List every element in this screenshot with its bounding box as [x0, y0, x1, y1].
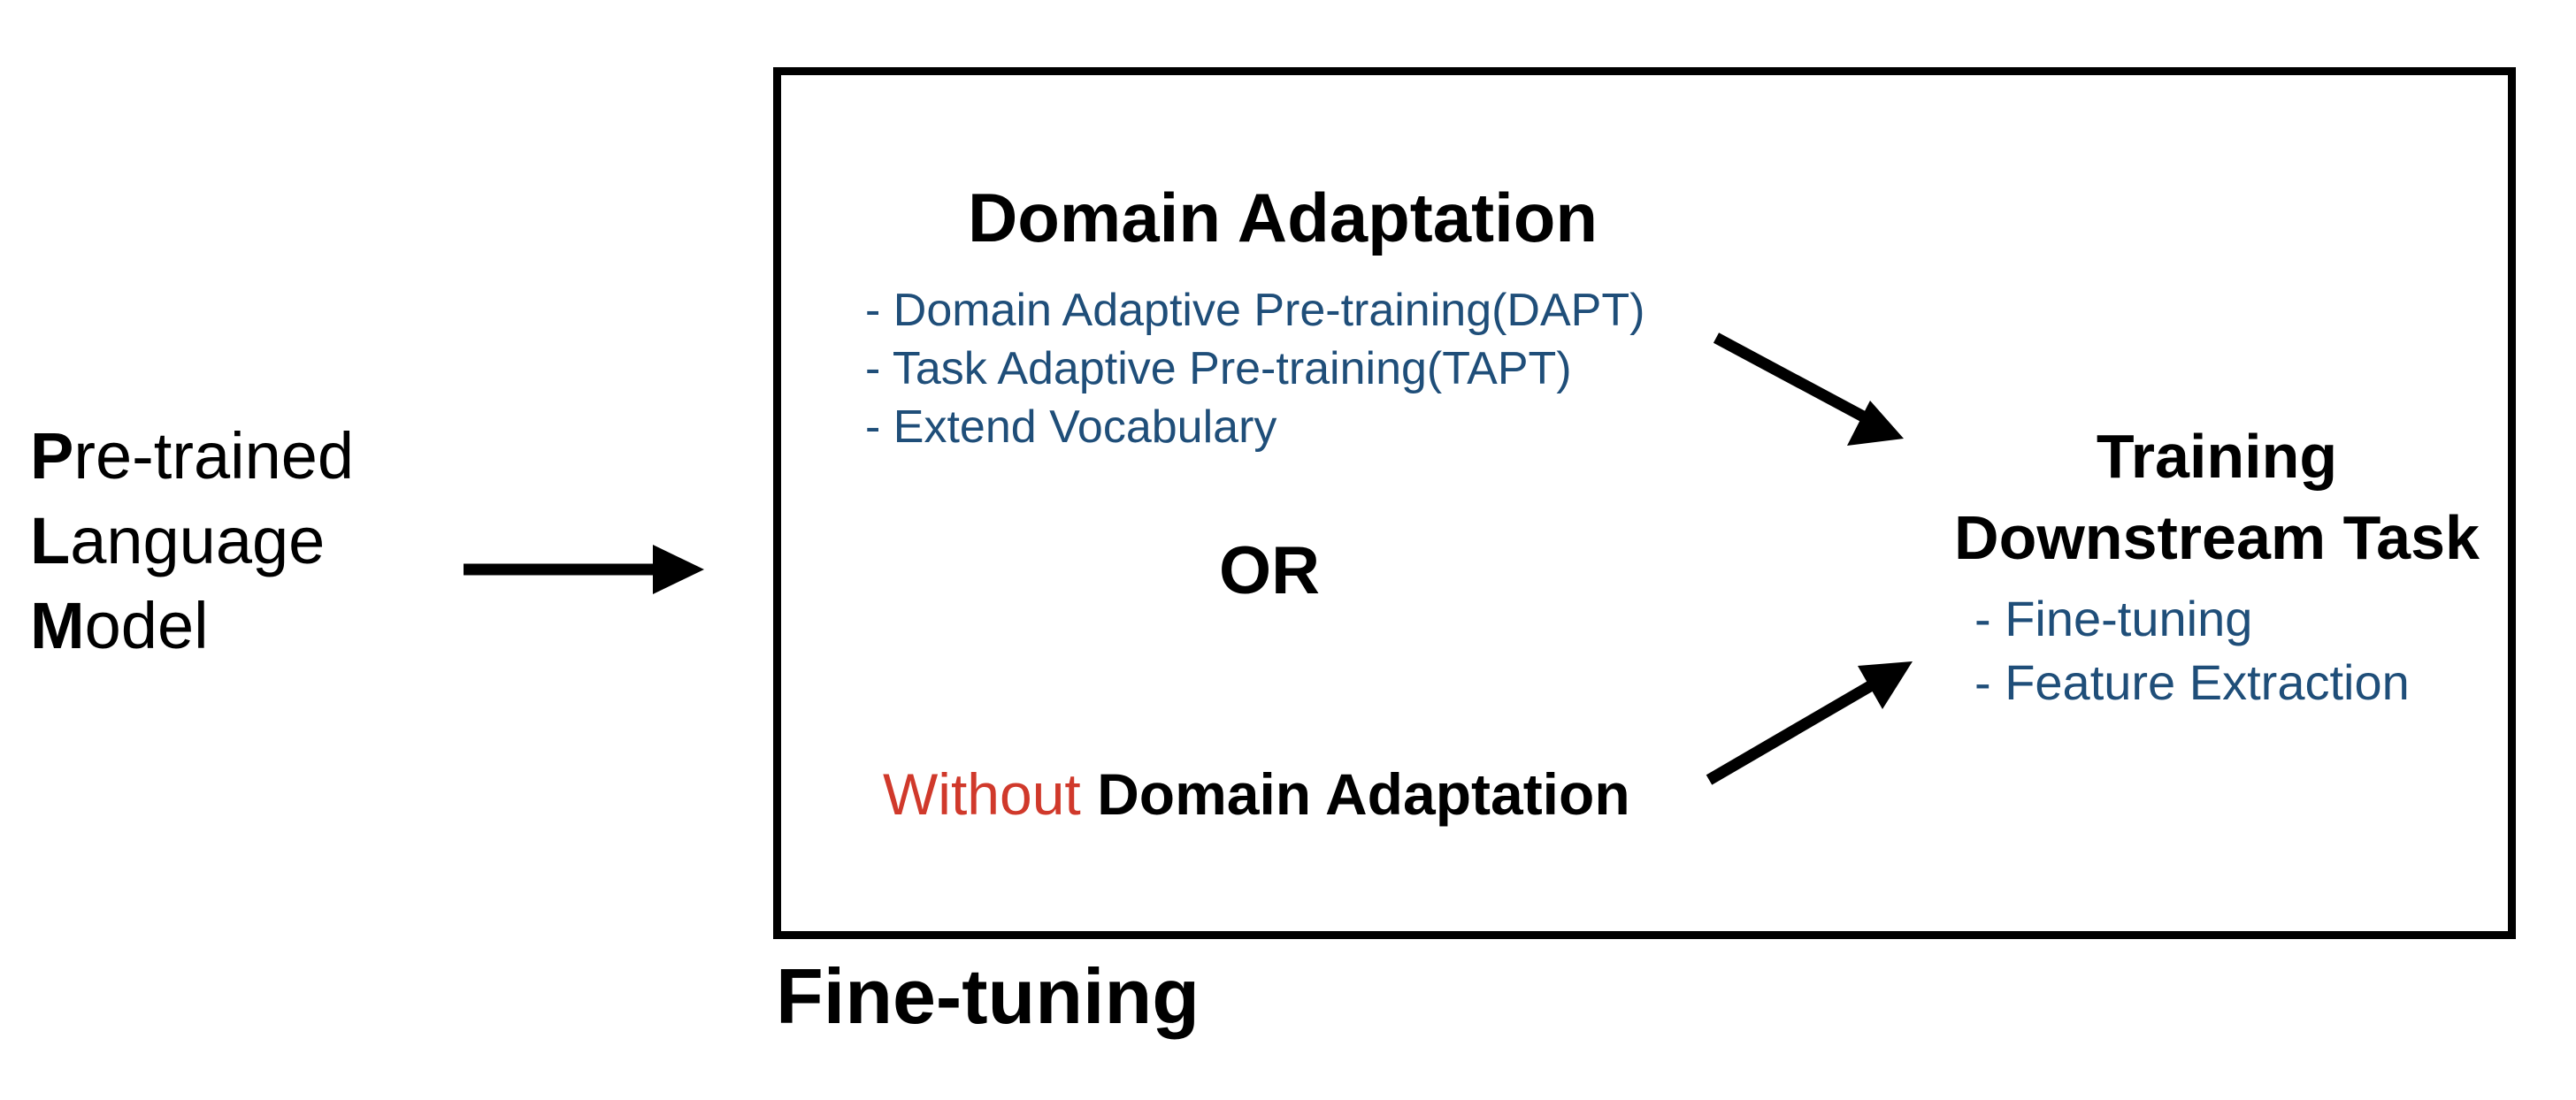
without-domain-adaptation-label: Without Domain Adaptation [883, 757, 1630, 831]
fine-tuning-frame [773, 67, 2516, 939]
plm-line-3: Model [30, 589, 209, 662]
arrow-domain-adaptation-to-task [1713, 332, 1904, 446]
domain-adaptation-title: Domain Adaptation [967, 179, 1598, 256]
list-item: - Extend Vocabulary [865, 401, 1277, 453]
downstream-title-line-2: Downstream Task [1954, 503, 2480, 572]
arrow-plm-to-frame [464, 545, 704, 594]
without-rest: Domain Adaptation [1097, 761, 1630, 827]
or-label: OR [1219, 533, 1320, 608]
list-item: - Feature Extraction [1974, 654, 2410, 710]
list-item: - Task Adaptive Pre-training(TAPT) [865, 343, 1572, 394]
list-item: - Domain Adaptive Pre-training(DAPT) [865, 285, 1645, 336]
plm-line-2: Language [30, 504, 326, 577]
arrow-without-to-task [1706, 661, 1913, 785]
list-item: - Fine-tuning [1974, 591, 2253, 646]
domain-adaptation-list: - Domain Adaptive Pre-training(DAPT) - T… [865, 281, 1644, 456]
downstream-task-title: Training Downstream Task [1934, 416, 2500, 578]
fine-tuning-caption: Fine-tuning [776, 952, 1200, 1040]
downstream-task-list: - Fine-tuning - Feature Extraction [1974, 587, 2410, 714]
plm-line-1: Pre-trained [30, 419, 355, 493]
downstream-title-line-1: Training [2096, 422, 2338, 491]
pretrained-language-model-label: Pre-trained Language Model [30, 414, 354, 668]
without-prefix: Without [883, 761, 1081, 827]
